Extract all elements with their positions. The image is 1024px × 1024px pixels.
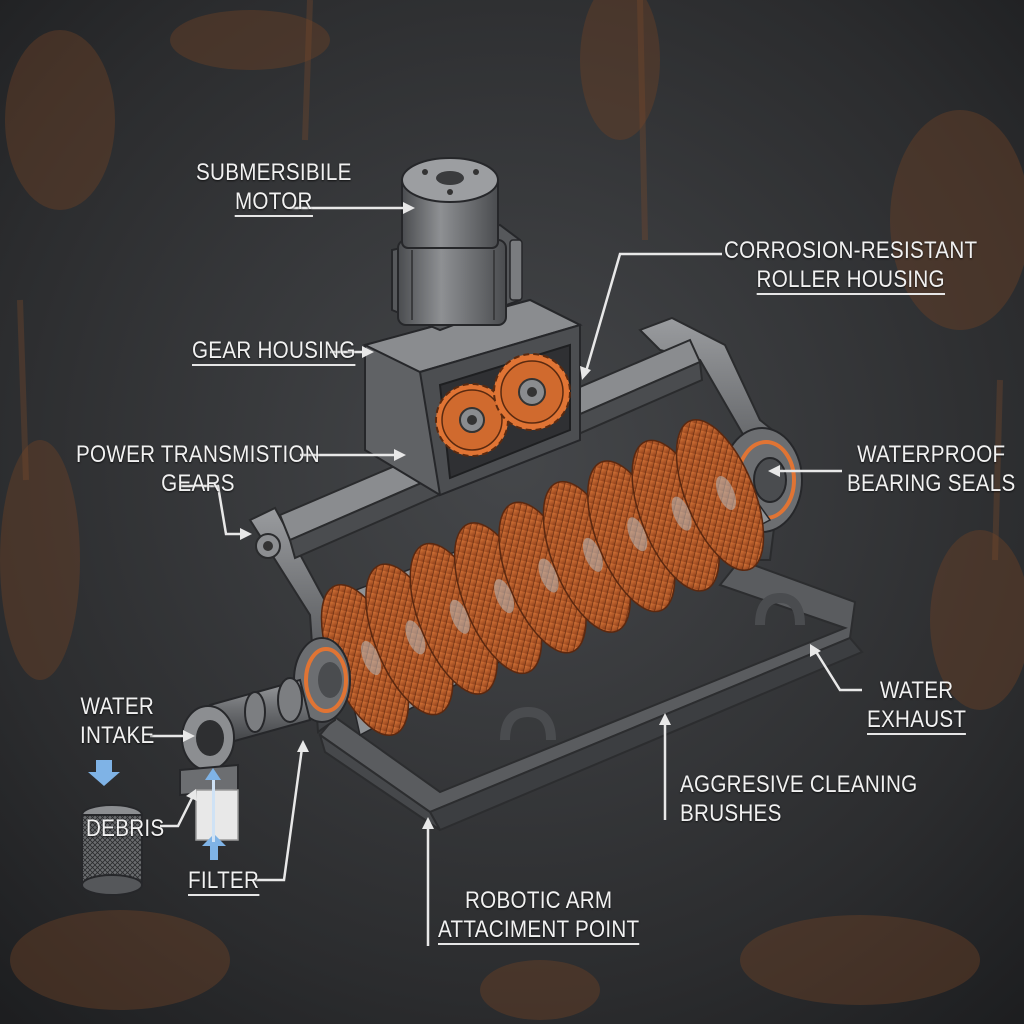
label-gear-housing: GEAR HOUSING: [192, 337, 356, 366]
debris-filter-canister: [81, 804, 143, 896]
brush-hub: [715, 476, 737, 510]
leader-lines: [150, 206, 862, 946]
rust-streaks: [17, 0, 1003, 561]
label-filter: FILTER: [188, 867, 260, 896]
drive-gear-right: [493, 353, 571, 431]
drive-gear-left: [435, 383, 509, 457]
brush-hub: [627, 517, 648, 552]
water-flow-arrows: [88, 760, 226, 860]
brush-hub: [449, 599, 470, 634]
label-water-exhaust: WATER EXHAUST: [867, 677, 967, 735]
submersible-motor: [391, 157, 523, 332]
label-bearing-seals: WATERPROOF BEARING SEALS: [847, 441, 1016, 497]
label-cleaning-brushes: AGGRESIVE CLEANING BRUSHES: [680, 771, 918, 827]
cleaning-brush-roller: [320, 418, 772, 737]
brush-hub: [494, 579, 515, 614]
robotic-arm-loops: [500, 592, 805, 741]
label-power-gears: POWER TRANSMISTION GEARS: [76, 441, 320, 497]
brush-hub: [538, 558, 559, 593]
leader-arrowheads: [183, 202, 821, 829]
brush-hub: [360, 641, 382, 675]
label-roller-housing: CORROSION-RESISTANT ROLLER HOUSING: [724, 237, 978, 295]
label-water-intake: WATER INTAKE: [80, 693, 155, 749]
label-debris: DEBRIS: [86, 815, 165, 842]
drive-shaft: [208, 677, 312, 747]
brush-hub: [405, 620, 426, 655]
brush-hub: [671, 496, 692, 531]
label-arm-attachment: ROBOTIC ARM ATTACIMENT POINT: [438, 887, 640, 945]
water-intake-port: [179, 705, 239, 841]
base-frame: [318, 558, 864, 832]
label-submersible-motor: SUBMERSIBILE MOTOR: [196, 159, 352, 217]
brush-hub: [582, 537, 603, 572]
